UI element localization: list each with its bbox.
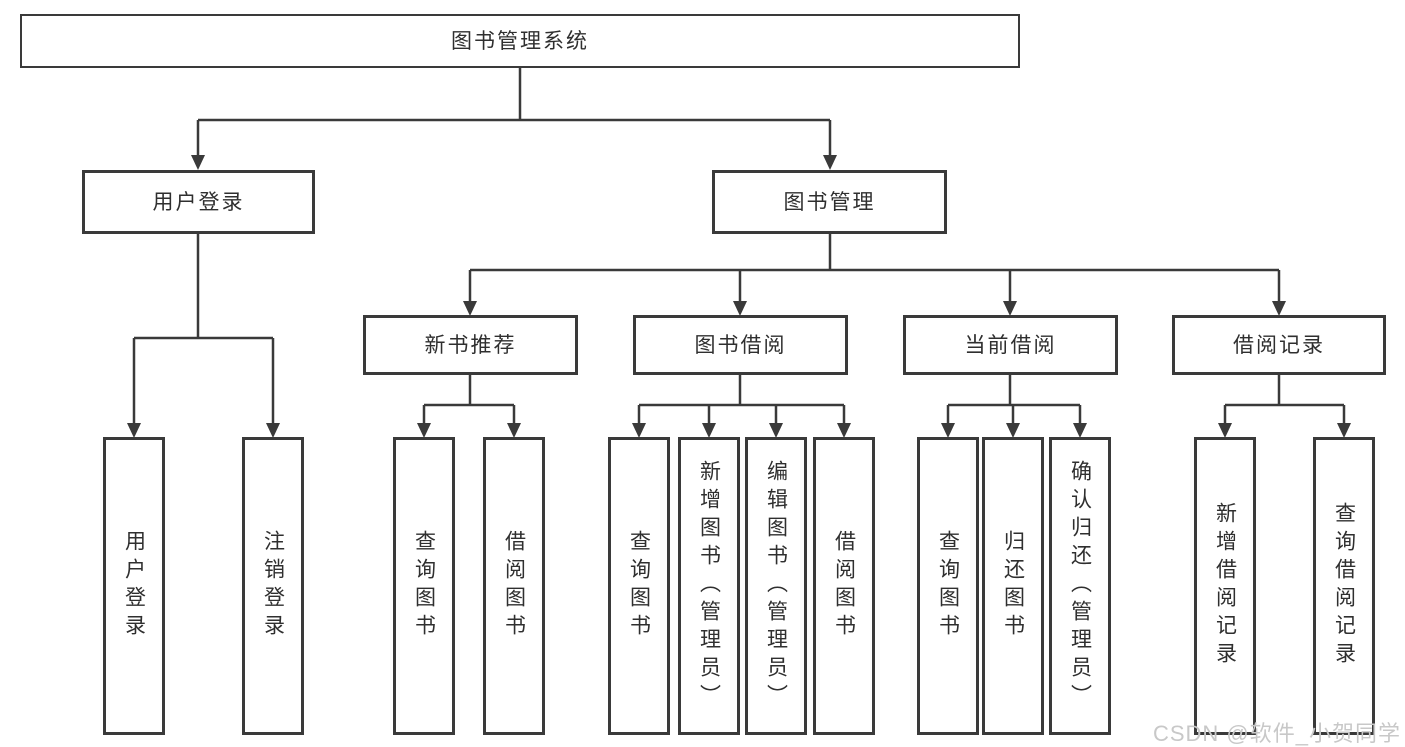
node-book-management: 图书管理 (712, 170, 947, 234)
node-new-book-recommend: 新书推荐 (363, 315, 578, 375)
leaf-user-login: 用户登录 (103, 437, 165, 735)
leaf-current-query-books-label: 查询图书 (936, 530, 960, 642)
leaf-recommend-borrow-books: 借阅图书 (483, 437, 545, 735)
leaf-current-return-books: 归还图书 (982, 437, 1044, 735)
node-user-login: 用户登录 (82, 170, 315, 234)
leaf-records-query-record-label: 查询借阅记录 (1332, 502, 1356, 670)
node-root-label: 图书管理系统 (451, 29, 589, 53)
node-borrow-records-label: 借阅记录 (1233, 333, 1325, 357)
leaf-borrow-query-books: 查询图书 (608, 437, 670, 735)
csdn-watermark: CSDN @软件_小贺同学 (1152, 721, 1401, 746)
node-current-borrow: 当前借阅 (903, 315, 1118, 375)
node-book-management-label: 图书管理 (783, 190, 876, 214)
leaf-logout: 注销登录 (242, 437, 304, 735)
leaf-current-query-books: 查询图书 (917, 437, 979, 735)
leaf-logout-label: 注销登录 (261, 530, 285, 642)
node-book-borrow: 图书借阅 (633, 315, 848, 375)
leaf-recommend-query-books-label: 查询图书 (412, 530, 436, 642)
leaf-recommend-query-books: 查询图书 (393, 437, 455, 735)
leaf-recommend-borrow-books-label: 借阅图书 (502, 530, 526, 642)
leaf-borrow-add-books-admin-label: 新增图书（管理员） (697, 460, 721, 712)
leaf-borrow-add-books-admin: 新增图书（管理员） (678, 437, 740, 735)
node-root: 图书管理系统 (20, 14, 1020, 68)
leaf-user-login-label: 用户登录 (122, 530, 146, 642)
node-current-borrow-label: 当前借阅 (964, 333, 1057, 357)
leaf-current-return-books-label: 归还图书 (1001, 530, 1025, 642)
leaf-borrow-edit-books-admin-label: 编辑图书（管理员） (764, 460, 788, 712)
leaf-borrow-borrow-books: 借阅图书 (813, 437, 875, 735)
leaf-records-add-record: 新增借阅记录 (1194, 437, 1256, 735)
node-user-login-label: 用户登录 (152, 190, 245, 214)
leaf-records-add-record-label: 新增借阅记录 (1213, 502, 1237, 670)
leaf-records-query-record: 查询借阅记录 (1313, 437, 1375, 735)
leaf-borrow-edit-books-admin: 编辑图书（管理员） (745, 437, 807, 735)
node-new-book-recommend-label: 新书推荐 (424, 333, 517, 357)
leaf-current-confirm-return-admin: 确认归还（管理员） (1049, 437, 1111, 735)
arrowheads (127, 155, 1351, 438)
leaf-borrow-borrow-books-label: 借阅图书 (832, 530, 856, 642)
leaf-borrow-query-books-label: 查询图书 (627, 530, 651, 642)
node-book-borrow-label: 图书借阅 (694, 333, 787, 357)
node-borrow-records: 借阅记录 (1172, 315, 1386, 375)
leaf-current-confirm-return-admin-label: 确认归还（管理员） (1068, 460, 1092, 712)
